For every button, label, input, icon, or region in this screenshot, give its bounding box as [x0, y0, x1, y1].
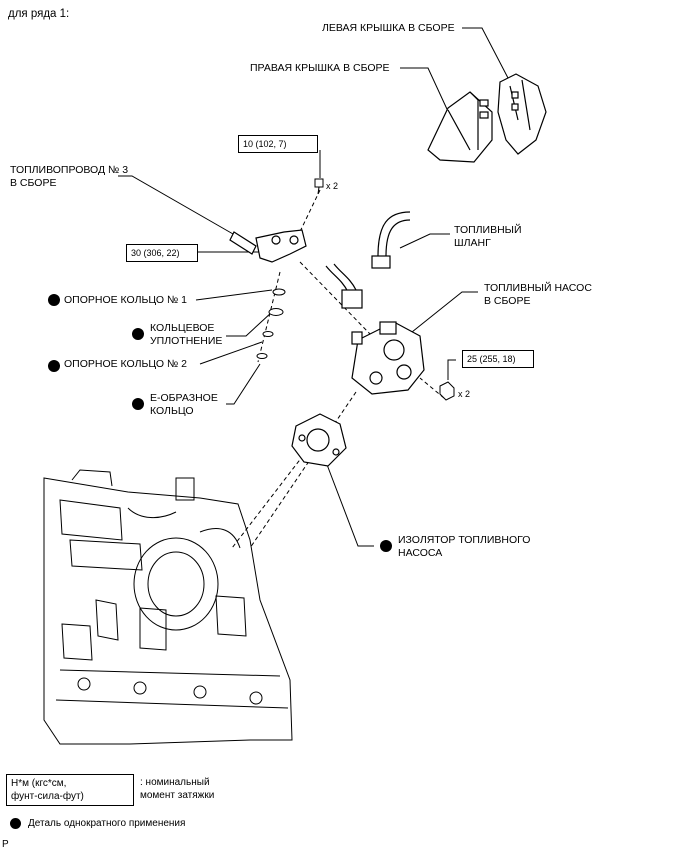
legend-torque-line1: : номинальный — [140, 777, 210, 788]
leader-o-ring — [226, 311, 273, 337]
label-fuel-pump-line2: В СБОРЕ — [484, 295, 531, 307]
torque-pump-nut: 25 (255, 18) — [462, 350, 534, 368]
label-fuel-hose-line1: ТОПЛИВНЫЙ — [454, 224, 522, 236]
leader-right-cover — [400, 67, 453, 121]
leader-insulator — [325, 461, 374, 547]
legend-torque-line2: момент затяжки — [140, 790, 215, 801]
fuel-pipe-part — [229, 229, 307, 263]
leader-pump-nut — [447, 359, 456, 380]
connector-cable-part — [325, 263, 363, 309]
non-reusable-dot — [380, 540, 392, 552]
page-title: для ряда 1: — [8, 8, 70, 20]
leader-e-ring — [226, 363, 261, 405]
leader-fuel-hose — [399, 233, 450, 249]
fuel-hose-part — [371, 211, 411, 269]
label-insulator-line1: ИЗОЛЯТОР ТОПЛИВНОГО — [398, 534, 531, 546]
label-o-ring-line1: КОЛЬЦЕВОЕ — [150, 322, 215, 334]
fuel-pump-part — [351, 321, 425, 395]
leader-fuel-pump — [411, 291, 478, 333]
legend-non-reusable-dot — [10, 818, 21, 829]
label-e-ring-line1: Е-ОБРАЗНОЕ — [150, 392, 218, 404]
leader-backup-ring2 — [199, 341, 263, 365]
non-reusable-dot — [48, 294, 60, 306]
label-insulator-line2: НАСОСА — [398, 547, 443, 559]
leader-fuel-pipe — [118, 175, 241, 239]
label-backup-ring1: ОПОРНОЕ КОЛЬЦО № 1 — [64, 294, 188, 306]
leader-left-cover — [462, 27, 509, 79]
rings-stack — [256, 288, 286, 359]
label-left-cover: ЛЕВАЯ КРЫШКА В СБОРЕ — [322, 22, 455, 34]
label-right-cover: ПРАВАЯ КРЫШКА В СБОРЕ — [250, 62, 390, 74]
non-reusable-dot — [48, 360, 60, 372]
legend-unit-line2: фунт-сила-фут) — [11, 791, 84, 802]
label-fuel-pipe-line2: В СБОРЕ — [10, 177, 57, 189]
label-fuel-hose-line2: ШЛАНГ — [454, 237, 491, 249]
legend-unit-line1: Н*м (кгс*см, — [11, 778, 67, 789]
label-fuel-pipe-line1: ТОПЛИВОПРОВОД № 3 — [10, 164, 129, 176]
leader-backup-ring1 — [195, 289, 273, 301]
insulator-part — [291, 413, 347, 467]
engine-block-drawing — [43, 469, 293, 745]
pipe-bolt-part — [314, 178, 324, 195]
torque-pipe-union: 30 (306, 22) — [126, 244, 198, 262]
non-reusable-dot — [132, 398, 144, 410]
label-e-ring-line2: КОЛЬЦО — [150, 405, 194, 417]
count-pipe-bolt: x 2 — [326, 181, 339, 191]
left-cover-part — [497, 73, 547, 155]
label-o-ring-line2: УПЛОТНЕНИЕ — [150, 335, 223, 347]
footer-code: P — [2, 839, 9, 850]
right-cover-part — [427, 91, 493, 163]
label-backup-ring2: ОПОРНОЕ КОЛЬЦО № 2 — [64, 358, 188, 370]
count-pump-nut: x 2 — [458, 389, 471, 399]
pump-nut-part — [439, 381, 455, 401]
non-reusable-dot — [132, 328, 144, 340]
label-fuel-pump-line1: ТОПЛИВНЫЙ НАСОС — [484, 282, 592, 294]
legend-non-reusable: Деталь однократного применения — [28, 818, 186, 829]
legend-torque-unit-box: Н*м (кгс*см, фунт-сила-фут) — [6, 774, 134, 806]
torque-pipe-bolt: 10 (102, 7) — [238, 135, 318, 153]
